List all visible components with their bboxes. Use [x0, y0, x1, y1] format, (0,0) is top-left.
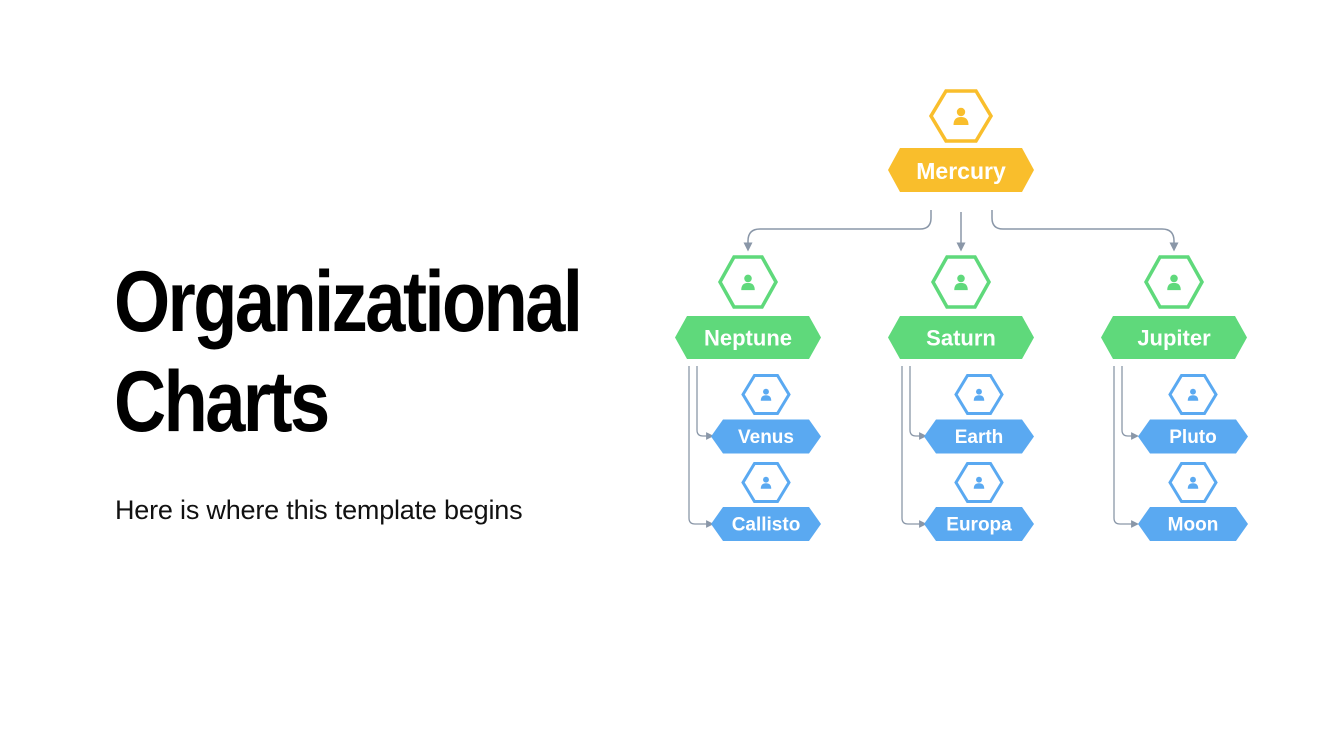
label-box — [924, 507, 1034, 541]
user-icon — [953, 107, 969, 125]
user-icon — [973, 388, 985, 401]
user-icon — [973, 476, 985, 489]
node-moon[interactable]: Moon — [1138, 462, 1248, 542]
connectors-jupiter — [1113, 366, 1139, 528]
node-root[interactable]: Mercury — [888, 89, 1034, 192]
user-hexagon-icon — [930, 255, 992, 309]
title-line-1: Organizational — [114, 254, 583, 350]
node-label: Callisto — [732, 515, 801, 536]
label-box — [711, 419, 821, 454]
node-venus[interactable]: Venus — [711, 374, 821, 454]
node-label: Earth — [955, 427, 1004, 448]
user-icon — [1187, 388, 1199, 401]
connectors-saturn — [901, 366, 927, 528]
label-box — [711, 507, 821, 541]
user-hexagon-icon — [928, 89, 994, 143]
label-box — [1138, 507, 1248, 541]
node-earth[interactable]: Earth — [924, 374, 1034, 454]
connectors-root — [743, 210, 1179, 252]
node-label: Moon — [1168, 515, 1219, 536]
user-hexagon-icon — [954, 374, 1004, 415]
node-label: Saturn — [926, 326, 996, 351]
title-line-2: Charts — [114, 354, 330, 450]
node-callisto[interactable]: Callisto — [711, 462, 821, 542]
user-hexagon-icon — [1168, 374, 1218, 415]
user-hexagon-icon — [741, 462, 791, 503]
node-label: Europa — [946, 515, 1012, 536]
user-icon — [954, 274, 968, 291]
slide-subtitle: Here is where this template begins — [115, 495, 523, 525]
slide-title: Organizational Charts — [114, 252, 583, 452]
node-saturn[interactable]: Saturn — [888, 255, 1034, 359]
label-box — [888, 316, 1034, 359]
node-jupiter[interactable]: Jupiter — [1101, 255, 1247, 359]
node-europa[interactable]: Europa — [924, 462, 1034, 542]
user-icon — [1187, 476, 1199, 489]
user-hexagon-icon — [741, 374, 791, 415]
user-icon — [760, 388, 772, 401]
node-label: Venus — [738, 427, 794, 448]
node-label: Jupiter — [1137, 326, 1211, 351]
label-box — [1138, 419, 1248, 454]
label-box — [924, 419, 1034, 454]
node-label: Pluto — [1169, 427, 1217, 448]
user-icon — [741, 274, 755, 291]
user-hexagon-icon — [1143, 255, 1205, 309]
node-label: Neptune — [704, 326, 792, 351]
node-pluto[interactable]: Pluto — [1138, 374, 1248, 454]
user-icon — [1167, 274, 1181, 291]
user-icon — [760, 476, 772, 489]
label-box — [1101, 316, 1247, 359]
user-hexagon-icon — [717, 255, 779, 309]
connectors-neptune — [688, 366, 714, 528]
node-label: Mercury — [916, 158, 1006, 184]
user-hexagon-icon — [1168, 462, 1218, 503]
node-neptune[interactable]: Neptune — [675, 255, 821, 359]
user-hexagon-icon — [954, 462, 1004, 503]
label-box — [675, 316, 821, 359]
label-box — [888, 148, 1034, 192]
